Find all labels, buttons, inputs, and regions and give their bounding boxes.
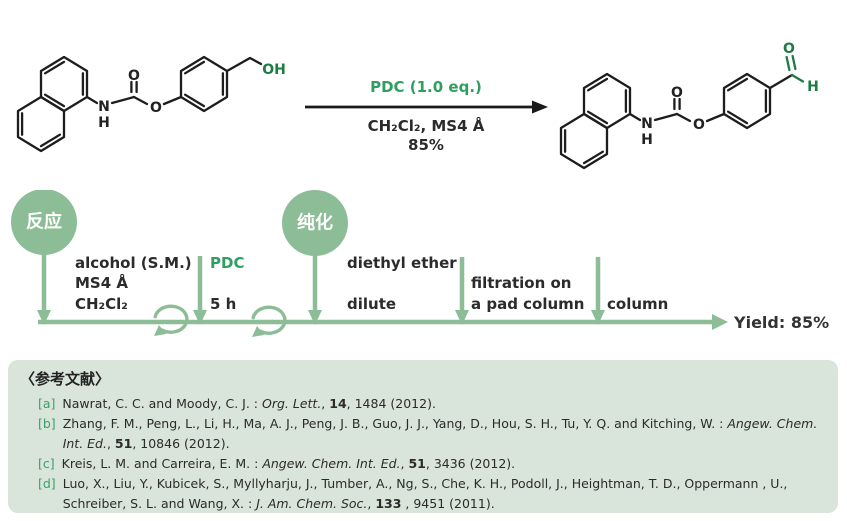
- step5-label-1: column: [607, 295, 668, 313]
- stage-circle-reaction: [11, 190, 77, 255]
- reference-item: [a] Nawrat, C. C. and Moody, C. J. : Org.…: [20, 394, 824, 414]
- step2-label-1: PDC: [210, 254, 244, 272]
- step3-label-1: diethyl ether: [347, 254, 457, 272]
- reaction-scheme: N H O O OH PDC (1.0 eq.) CH₂Cl₂, MS4 Å 8…: [16, 41, 819, 170]
- reference-text: Kreis, L. M. and Carreira, E. M. : Angew…: [61, 456, 516, 471]
- scheme-yield-label: 85%: [408, 136, 444, 154]
- reference-text: Luo, X., Liu, Y., Kubicek, S., Myllyharj…: [62, 476, 788, 511]
- stage-reaction-label: 反应: [26, 211, 62, 233]
- reaction-arrow: [305, 100, 548, 114]
- product-carbonyl-o-label: O: [671, 85, 683, 101]
- product-aldehyde-o-label: O: [783, 41, 795, 57]
- step-arrowheads: [37, 310, 605, 325]
- step3-label-2: dilute: [347, 295, 396, 313]
- procedure-timeline: 反应 纯化 alcohol (S.M.) MS4 Å CH₂Cl₂ PDC 5 …: [11, 190, 829, 339]
- step1-label-3: CH₂Cl₂: [75, 295, 128, 313]
- timeline-arrowhead-icon: [712, 314, 728, 330]
- reactant-oh-label: OH: [262, 62, 286, 78]
- product-aldehyde-h-label: H: [807, 79, 819, 95]
- reference-text: Nawrat, C. C. and Moody, C. J. : Org. Le…: [62, 396, 436, 411]
- product-structure: [559, 72, 794, 170]
- reference-label: [c]: [38, 456, 55, 471]
- reference-text: Zhang, F. M., Peng, L., Li, H., Ma, A. J…: [62, 416, 818, 451]
- product-aldehyde-bonds: [785, 54, 805, 83]
- step2-label-2: 5 h: [210, 295, 236, 313]
- reagent-label: PDC (1.0 eq.): [370, 78, 482, 96]
- reference-label: [d]: [38, 476, 56, 491]
- references-title: 〈参考文献〉: [20, 370, 111, 388]
- reference-item: [d] Luo, X., Liu, Y., Kubicek, S., Myllyh…: [20, 474, 824, 514]
- reference-list: [a] Nawrat, C. C. and Moody, C. J. : Org.…: [20, 394, 824, 514]
- product-ester-o-label: O: [693, 117, 705, 133]
- reactant-nh-label: H: [98, 115, 110, 131]
- conditions-label: CH₂Cl₂, MS4 Å: [368, 116, 485, 135]
- stage-purification-label: 纯化: [297, 212, 333, 234]
- step4-label-1: filtration on: [471, 274, 571, 292]
- reactant-structure: [16, 55, 263, 153]
- reaction-arrowhead-icon: [532, 100, 548, 114]
- step4-label-2: a pad column: [471, 295, 585, 313]
- reference-label: [a]: [38, 396, 56, 411]
- reference-item: [b] Zhang, F. M., Peng, L., Li, H., Ma, A…: [20, 414, 824, 454]
- reactant-ester-o-label: O: [150, 100, 162, 116]
- step1-label-2: MS4 Å: [75, 273, 128, 292]
- references-box: 〈参考文献〉 [a] Nawrat, C. C. and Moody, C. J.…: [8, 360, 838, 513]
- reactant-n-label: N: [98, 99, 110, 115]
- product-nh-label: H: [641, 132, 653, 148]
- timeline-yield-label: Yield: 85%: [733, 313, 829, 332]
- reference-label: [b]: [38, 416, 56, 431]
- reference-item: [c] Kreis, L. M. and Carreira, E. M. : An…: [20, 454, 824, 474]
- reactant-carbonyl-o-label: O: [128, 68, 140, 84]
- step-arrows: [41, 253, 601, 310]
- product-n-label: N: [641, 116, 653, 132]
- stage-circle-purification: [282, 190, 348, 256]
- step1-label-1: alcohol (S.M.): [75, 254, 192, 272]
